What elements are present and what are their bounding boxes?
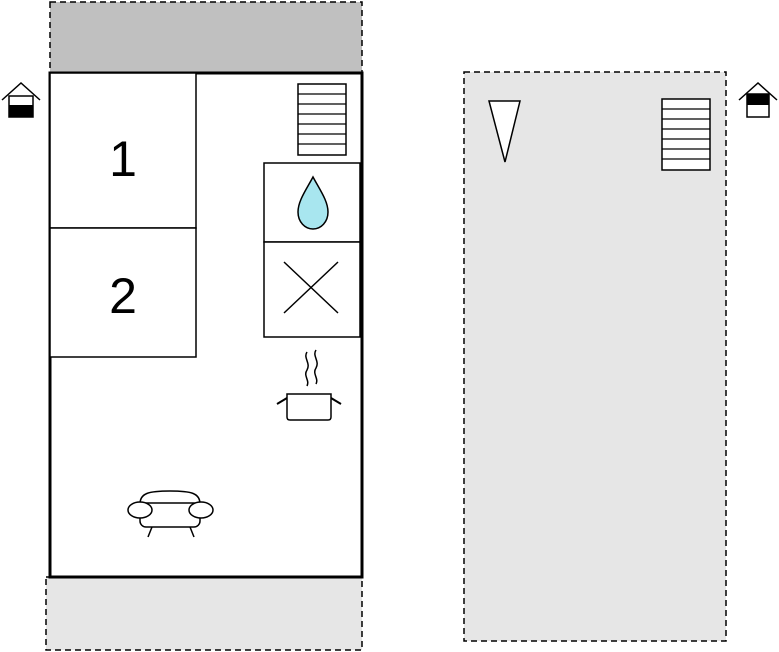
cooking-pot-icon: [276, 349, 342, 421]
house-floor-icon: [738, 81, 778, 118]
room-1[interactable]: 1: [49, 72, 197, 229]
outdoor-area-top: [49, 1, 363, 74]
stairs-icon: [661, 98, 711, 171]
water-drop-icon: [297, 175, 329, 230]
toilet-x-icon: [283, 261, 339, 314]
shower-room[interactable]: [263, 162, 361, 243]
house-floor-icon: [1, 81, 41, 118]
triangle-marker-icon: [488, 100, 521, 163]
stairs-icon: [297, 83, 347, 156]
outdoor-area-bottom: [45, 576, 363, 651]
room-2[interactable]: 2: [49, 227, 197, 358]
armchair-icon: [127, 490, 214, 538]
room-2-label: 2: [109, 268, 137, 324]
toilet-room[interactable]: [263, 241, 361, 338]
room-1-label: 1: [109, 131, 137, 187]
